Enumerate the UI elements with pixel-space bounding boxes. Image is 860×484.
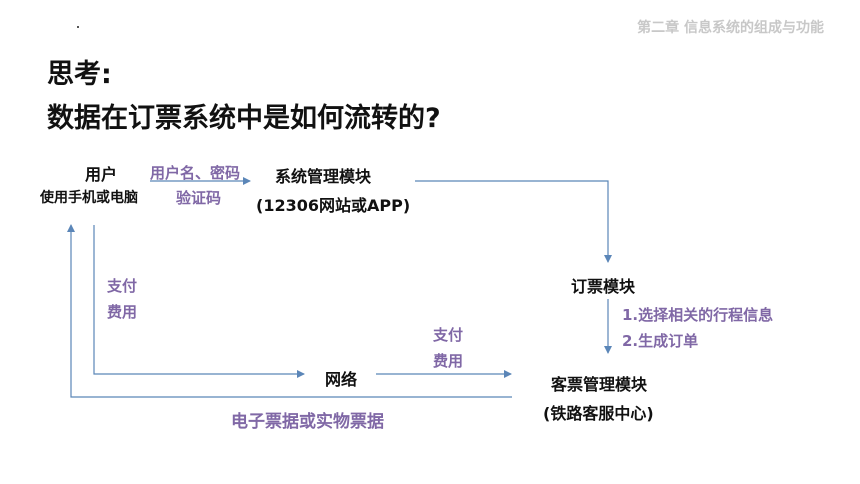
decorative-dot [77, 26, 79, 28]
node-booking-title: 订票模块 [571, 277, 636, 296]
node-ticket-mgmt-subtitle: (铁路客服中心) [543, 404, 654, 423]
node-system-mgmt-title: 系统管理模块 [275, 167, 372, 186]
label-credentials-line2: 验证码 [176, 189, 222, 207]
slide-title-think: 思考: [47, 59, 112, 90]
label-pay-right-line2: 费用 [433, 352, 464, 370]
chapter-title: 第二章 信息系统的组成与功能 [637, 20, 824, 36]
node-ticket-mgmt-title: 客票管理模块 [551, 375, 648, 394]
slide-title-question: 数据在订票系统中是如何流转的? [47, 103, 441, 134]
node-user-title: 用户 [84, 165, 117, 184]
label-booking-step1: 1.选择相关的行程信息 [622, 306, 774, 324]
arrow-ticket-to-user [67, 224, 512, 398]
node-system-mgmt-subtitle: (12306网站或APP) [256, 196, 411, 215]
label-booking-step2: 2.生成订单 [622, 332, 699, 350]
arrow-system-to-booking [415, 180, 612, 263]
label-ticket-return: 电子票据或实物票据 [231, 412, 384, 432]
label-pay-left-line2: 费用 [107, 303, 138, 321]
node-network-title: 网络 [325, 370, 358, 389]
label-pay-left-line1: 支付 [107, 277, 138, 295]
label-pay-right-line1: 支付 [433, 326, 464, 344]
label-credentials-line1: 用户名、密码 [150, 164, 241, 182]
node-user-subtitle: 使用手机或电脑 [40, 190, 138, 206]
arrow-user-to-network [93, 225, 305, 378]
